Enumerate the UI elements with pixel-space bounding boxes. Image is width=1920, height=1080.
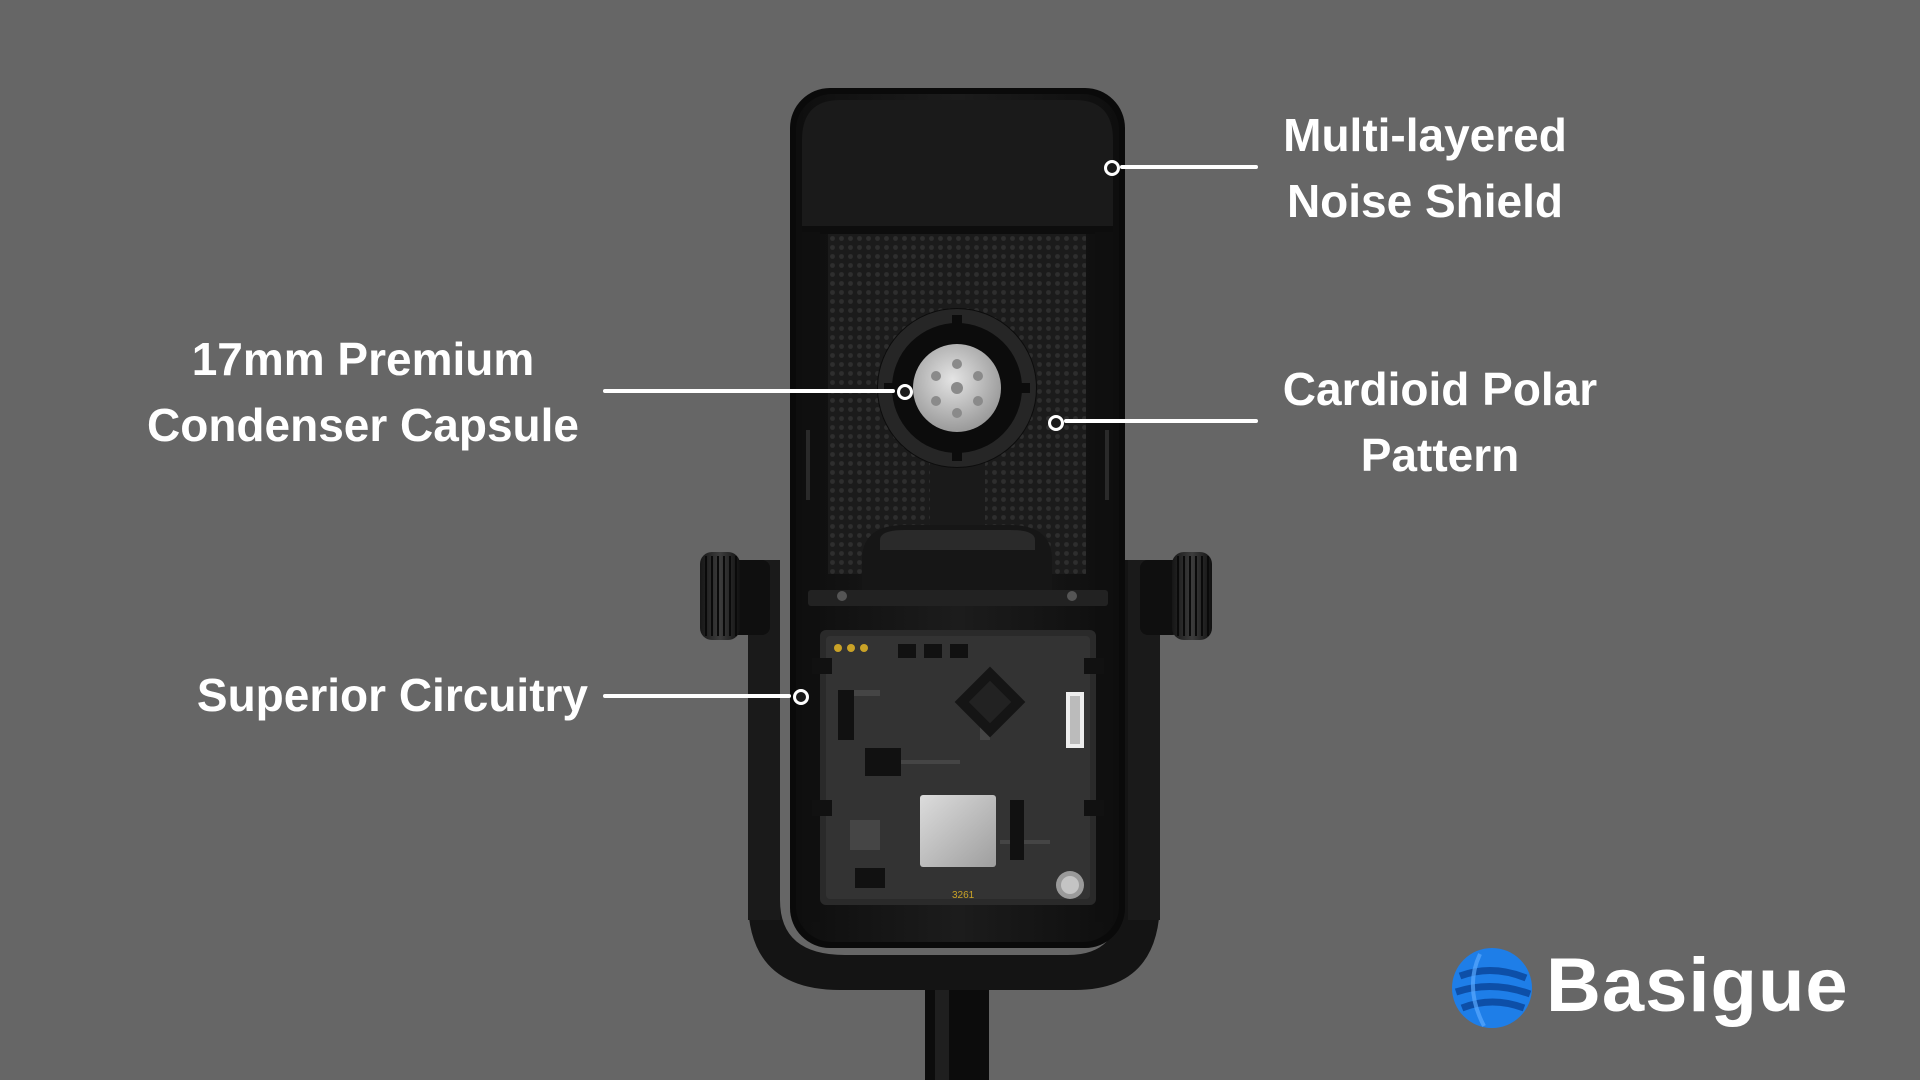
capsule-callout-dot	[897, 384, 913, 400]
board-marking: 3261	[952, 890, 975, 901]
cardioid-callout-dot	[1048, 415, 1064, 431]
stand-pole	[925, 985, 989, 1080]
circuit-board: 3261	[812, 630, 1104, 905]
brand-logo: Basigue	[1450, 940, 1870, 1030]
noise-shield-callout-line	[1120, 165, 1258, 169]
capsule-label: 17mm Premium Condenser Capsule	[128, 326, 598, 458]
circuitry-label: Superior Circuitry	[128, 662, 588, 728]
circuitry-label-line1: Superior Circuitry	[196, 669, 588, 721]
noise-shield-label-line1: Multi-layered	[1283, 109, 1567, 161]
capsule-callout-line	[603, 389, 895, 393]
circuitry-callout-line	[603, 694, 791, 698]
noise-shield-callout-dot	[1104, 160, 1120, 176]
circuitry-callout-dot	[793, 689, 809, 705]
cardioid-callout-line	[1064, 419, 1258, 423]
capsule-base	[808, 525, 1108, 606]
capsule-label-line2: Condenser Capsule	[147, 399, 579, 451]
left-knob	[700, 552, 770, 640]
cardioid-label-line2: Pattern	[1360, 429, 1520, 481]
globe-icon	[1452, 948, 1532, 1028]
right-knob	[1140, 552, 1212, 640]
noise-shield-label-line2: Noise Shield	[1286, 175, 1564, 227]
capsule-assembly	[877, 308, 1037, 525]
brand-name: Basigue	[1546, 943, 1849, 1028]
cardioid-label-line1: Cardioid Polar	[1282, 363, 1598, 415]
capsule-label-line1: 17mm Premium	[191, 333, 535, 385]
mount-yoke	[748, 560, 1160, 990]
noise-shield-label: Multi-layered Noise Shield	[1265, 102, 1585, 234]
cardioid-label: Cardioid Polar Pattern	[1265, 356, 1615, 488]
